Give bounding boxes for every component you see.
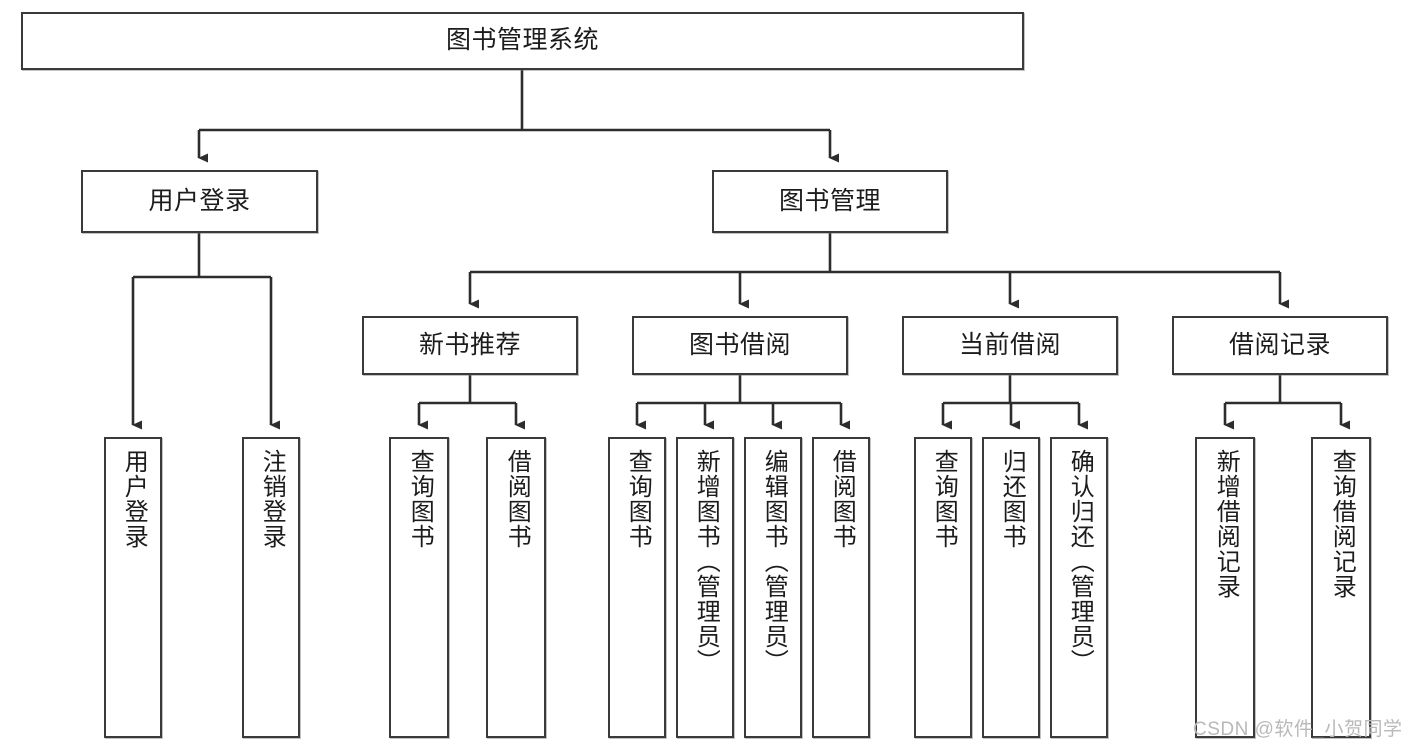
node-leaf-confirm-return[interactable]: 确认归还（管理员） (1050, 437, 1108, 738)
node-label: 注销登录 (258, 449, 286, 549)
node-new-book-recommend[interactable]: 新书推荐 (362, 316, 578, 375)
node-label: 查询图书 (406, 449, 434, 549)
node-book-borrow[interactable]: 图书借阅 (632, 316, 848, 375)
node-borrow-record[interactable]: 借阅记录 (1172, 316, 1388, 375)
node-label: 归还图书 (998, 449, 1026, 549)
node-label: 查询图书 (930, 449, 958, 549)
node-label: 新增借阅记录 (1212, 449, 1240, 599)
node-leaf-borrow-book-1[interactable]: 借阅图书 (486, 437, 546, 738)
node-leaf-query-book-2[interactable]: 查询图书 (608, 437, 666, 738)
node-label: 确认归还（管理员） (1066, 449, 1094, 674)
node-label: 用户登录 (120, 449, 148, 549)
node-current-borrow[interactable]: 当前借阅 (902, 316, 1118, 375)
node-leaf-borrow-book-2[interactable]: 借阅图书 (812, 437, 870, 738)
node-leaf-logout-login[interactable]: 注销登录 (242, 437, 300, 738)
node-label: 编辑图书（管理员） (760, 449, 788, 674)
node-root-system[interactable]: 图书管理系统 (21, 12, 1024, 70)
node-label: 用户登录 (148, 186, 251, 215)
node-user-login[interactable]: 用户登录 (81, 170, 318, 233)
node-label: 新增图书（管理员） (692, 449, 720, 674)
node-leaf-query-record[interactable]: 查询借阅记录 (1311, 437, 1371, 738)
node-leaf-query-book-1[interactable]: 查询图书 (389, 437, 449, 738)
node-label: 借阅记录 (1228, 330, 1331, 359)
node-leaf-query-book-3[interactable]: 查询图书 (914, 437, 972, 738)
csdn-watermark: CSDN @软件_小贺同学 (1193, 719, 1403, 740)
node-label: 图书管理系统 (445, 26, 599, 55)
node-leaf-edit-book[interactable]: 编辑图书（管理员） (744, 437, 802, 738)
node-leaf-add-record[interactable]: 新增借阅记录 (1195, 437, 1255, 738)
node-book-manage[interactable]: 图书管理 (712, 170, 948, 233)
node-label: 查询借阅记录 (1328, 449, 1356, 599)
node-leaf-add-book[interactable]: 新增图书（管理员） (676, 437, 734, 738)
node-label: 图书借阅 (688, 330, 791, 359)
node-label: 新书推荐 (418, 330, 521, 359)
node-label: 借阅图书 (828, 449, 856, 549)
node-leaf-return-book[interactable]: 归还图书 (982, 437, 1040, 738)
node-label: 图书管理 (778, 186, 881, 215)
node-label: 当前借阅 (958, 330, 1061, 359)
node-label: 查询图书 (624, 449, 652, 549)
node-label: 借阅图书 (503, 449, 531, 549)
node-leaf-user-login[interactable]: 用户登录 (104, 437, 162, 738)
